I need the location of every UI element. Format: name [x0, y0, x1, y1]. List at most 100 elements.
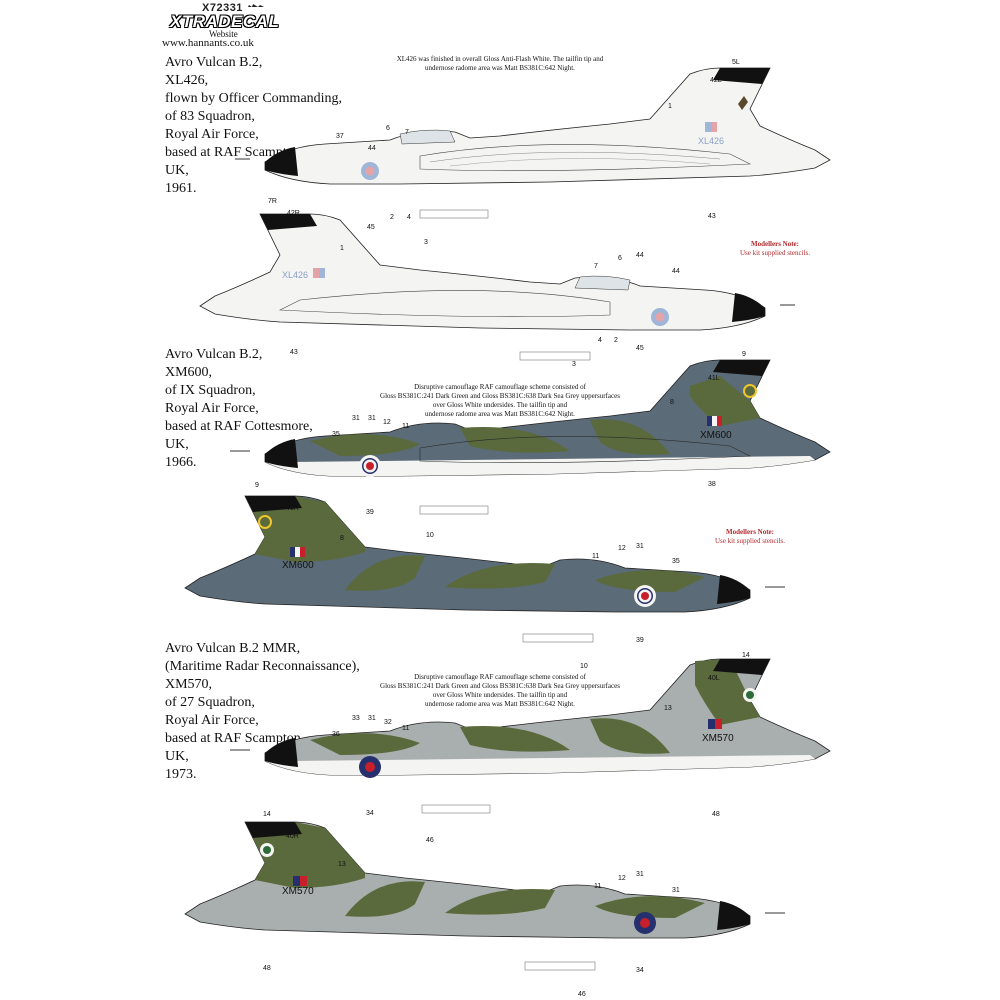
- caption-line: of 27 Squadron,: [165, 695, 255, 710]
- callout: 2: [614, 337, 618, 344]
- xm570-right-profile: [184, 821, 785, 971]
- modellers-note-title: Modellers Note:: [725, 528, 774, 536]
- callout: 48: [263, 965, 271, 972]
- callout: 1: [340, 245, 344, 252]
- callout: 4: [407, 214, 411, 221]
- callout: 38: [708, 481, 716, 488]
- callout: 11: [402, 423, 409, 430]
- callout: 12: [618, 545, 626, 552]
- serial-xm600-right: XM600: [282, 560, 314, 571]
- note-line: XL426 was finished in overall Gloss Anti…: [396, 55, 604, 63]
- product-code: X72331: [202, 2, 243, 14]
- note-line: undernose radome area was Matt BS381C:64…: [425, 410, 575, 418]
- caption-line: UK,: [165, 163, 189, 178]
- note-line: Gloss BS381C:241 Dark Green and Gloss BS…: [380, 682, 620, 690]
- callout: 2: [390, 214, 394, 221]
- caption-line: of IX Squadron,: [165, 383, 256, 398]
- caption-line: 1973.: [165, 767, 197, 782]
- modellers-note-xm600: Modellers Note: Use kit supplied stencil…: [700, 528, 800, 546]
- callout: 14: [263, 811, 271, 818]
- caption-line: based at RAF Scampton,: [165, 145, 305, 160]
- caption-line: Royal Air Force,: [165, 401, 259, 416]
- callout: 37: [336, 133, 344, 140]
- callout: 3: [572, 361, 576, 368]
- callout: 12: [383, 419, 391, 426]
- note-line: undernose radome area was Matt BS381C:64…: [425, 64, 575, 72]
- callout: 44: [368, 145, 376, 152]
- callout: 12: [618, 875, 626, 882]
- callout: 34: [636, 967, 644, 974]
- callout: 43: [708, 213, 716, 220]
- caption-line: Royal Air Force,: [165, 127, 259, 142]
- serial-xm600-left: XM600: [700, 430, 732, 441]
- callout: 32: [384, 719, 392, 726]
- callout: 31: [368, 415, 376, 422]
- note-line: Disruptive camouflage RAF camouflage sch…: [414, 673, 586, 681]
- callout: 36: [332, 731, 340, 738]
- website-label: Website: [209, 29, 238, 39]
- note-line: Gloss BS381C:241 Dark Green and Gloss BS…: [380, 392, 620, 400]
- callout: 13: [338, 861, 346, 868]
- callout: 43: [290, 349, 298, 356]
- xm570-left-profile: XM570: [230, 658, 831, 814]
- callout: 7: [405, 129, 409, 136]
- xm600-left-profile: XM600: [230, 359, 831, 515]
- callout: 7R: [268, 198, 277, 205]
- callout: 41R: [286, 505, 299, 512]
- caption-line: based at RAF Cottesmore,: [165, 419, 313, 434]
- caption-line: (Maritime Radar Reconnaissance),: [165, 659, 360, 674]
- callout: 46: [578, 991, 586, 998]
- callout: 40L: [708, 675, 720, 682]
- callout: 5L: [732, 59, 740, 66]
- brand-logo: XTRADECAL: [170, 12, 280, 31]
- callout: 1: [668, 103, 672, 110]
- serial-xm570-left: XM570: [702, 733, 734, 744]
- caption-line: UK,: [165, 437, 189, 452]
- callout: 14: [742, 652, 750, 659]
- caption-line: Royal Air Force,: [165, 713, 259, 728]
- callout: 9: [742, 351, 746, 358]
- callout: 35: [332, 431, 340, 438]
- callout: 7: [594, 263, 598, 270]
- caption-line: flown by Officer Commanding,: [165, 91, 343, 106]
- callout: 8: [670, 399, 674, 406]
- caption-line: Avro Vulcan B.2 MMR,: [165, 641, 301, 656]
- callout: 46: [426, 837, 434, 844]
- caption-line: 1966.: [165, 455, 197, 470]
- scheme-note-xm600: Disruptive camouflage RAF camouflage sch…: [345, 383, 655, 419]
- callout: 44: [636, 252, 644, 259]
- website-link[interactable]: www.hannants.co.uk: [162, 37, 254, 49]
- caption-line: Avro Vulcan B.2,: [165, 347, 263, 362]
- serial-xl426-right: XL426: [282, 270, 308, 280]
- callout: 48: [712, 811, 720, 818]
- xl426-left-profile: XL426 37 44 6 7 2 4 45 1 42L 5L 43 3: [235, 59, 831, 246]
- caption-line: XL426,: [165, 73, 209, 88]
- jet-logo-icon: [248, 4, 264, 7]
- callout: 9: [255, 482, 259, 489]
- caption-xl426: Avro Vulcan B.2, XL426, flown by Officer…: [165, 54, 342, 198]
- callout: 11: [402, 725, 409, 732]
- xm600-right-profile: [184, 495, 785, 643]
- callout: 11: [594, 883, 601, 890]
- callout: 10: [426, 532, 434, 539]
- serial-xm570-right: XM570: [282, 886, 314, 897]
- scheme-note-xl426: XL426 was finished in overall Gloss Anti…: [360, 55, 640, 73]
- callout: 45: [367, 224, 375, 231]
- scheme-note-xm570: Disruptive camouflage RAF camouflage sch…: [345, 673, 655, 709]
- callout: 31: [636, 871, 644, 878]
- callout: 41L: [708, 375, 720, 382]
- callout: 34: [366, 810, 374, 817]
- callout: 39: [636, 637, 644, 644]
- callout: 3: [424, 239, 428, 246]
- serial-xl426-left: XL426: [698, 136, 724, 146]
- modellers-note-body: Use kit supplied stencils.: [715, 537, 785, 545]
- callout: 10: [580, 663, 588, 670]
- note-line: Disruptive camouflage RAF camouflage sch…: [414, 383, 586, 391]
- caption-xm570: Avro Vulcan B.2 MMR, (Maritime Radar Rec…: [165, 640, 360, 784]
- callout: 33: [352, 715, 360, 722]
- caption-line: based at RAF Scampton,: [165, 731, 305, 746]
- modellers-note-body: Use kit supplied stencils.: [740, 249, 810, 257]
- callout: 44: [672, 268, 680, 275]
